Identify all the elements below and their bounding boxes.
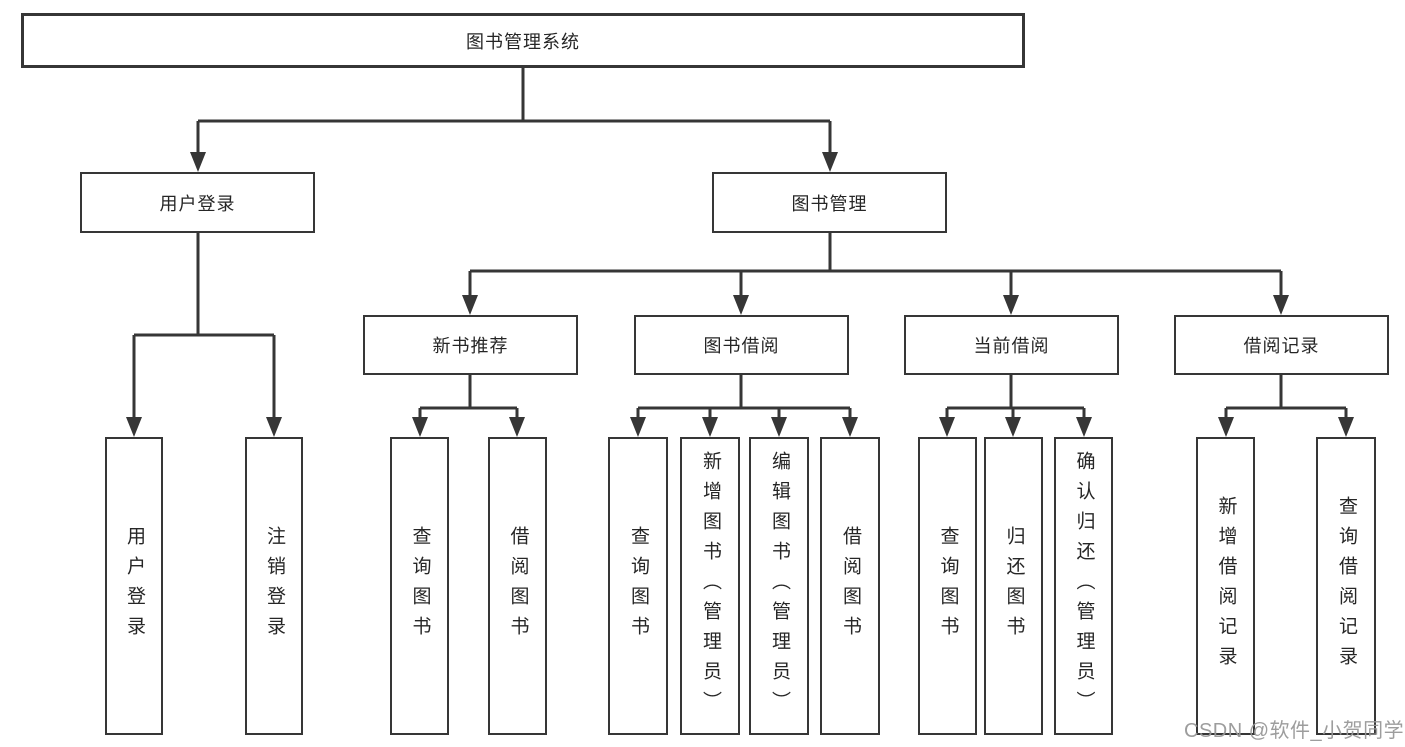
node-book-borrowing: 图书借阅 — [634, 315, 849, 375]
arrowhead-icon — [939, 417, 955, 437]
arrowhead-icon — [771, 417, 787, 437]
node-label: 查询图书 — [937, 526, 959, 646]
arrowhead-icon — [1273, 295, 1289, 315]
arrowhead-icon — [509, 417, 525, 437]
arrowhead-icon — [266, 417, 282, 437]
connector-records — [1224, 375, 1348, 420]
arrowhead-icon — [630, 417, 646, 437]
csdn-watermark: CSDN @软件_小贺同学 — [1184, 720, 1405, 742]
arrowhead-icon — [412, 417, 428, 437]
node-label: 确认归还（管理员） — [1073, 451, 1095, 721]
connector-borrowing — [636, 375, 852, 420]
leaf-query-borrow-record: 查询借阅记录 — [1316, 437, 1376, 735]
arrowhead-icon — [1005, 417, 1021, 437]
node-label: 当前借阅 — [973, 336, 1050, 356]
arrowhead-icon — [126, 417, 142, 437]
node-label: 图书管理 — [791, 193, 868, 214]
leaf-logout: 注销登录 — [245, 437, 303, 735]
arrowhead-icon — [1076, 417, 1092, 437]
arrowhead-icon — [1338, 417, 1354, 437]
node-label: 借阅图书 — [839, 526, 861, 646]
node-current-borrowing: 当前借阅 — [904, 315, 1119, 375]
arrowhead-icon — [190, 152, 206, 172]
node-borrowing-records: 借阅记录 — [1174, 315, 1389, 375]
connector-user-login — [132, 233, 276, 420]
node-library-system: 图书管理系统 — [21, 13, 1025, 68]
node-label: 借阅记录 — [1243, 336, 1320, 356]
arrowhead-icon — [733, 295, 749, 315]
node-label: 用户登录 — [123, 526, 145, 646]
connector-book-mgmt — [468, 233, 1283, 298]
connector-new-books — [418, 375, 519, 420]
leaf-query-books-borrowing: 查询图书 — [608, 437, 668, 735]
arrowhead-icon — [1218, 417, 1234, 437]
connector-root-stem — [196, 68, 832, 155]
node-label: 新书推荐 — [432, 336, 509, 356]
leaf-borrow-books-borrowing: 借阅图书 — [820, 437, 880, 735]
node-label: 新增图书（管理员） — [699, 451, 721, 721]
arrowhead-icon — [822, 152, 838, 172]
leaf-add-borrow-record: 新增借阅记录 — [1196, 437, 1255, 735]
node-label: 图书管理系统 — [466, 31, 580, 52]
node-label: 注销登录 — [263, 526, 285, 646]
leaf-edit-books-admin: 编辑图书（管理员） — [749, 437, 809, 735]
node-label: 归还图书 — [1003, 526, 1025, 646]
leaf-add-books-admin: 新增图书（管理员） — [680, 437, 740, 735]
arrowhead-icon — [1003, 295, 1019, 315]
leaf-borrow-books-new: 借阅图书 — [488, 437, 547, 735]
leaf-user-login: 用户登录 — [105, 437, 163, 735]
node-label: 编辑图书（管理员） — [768, 451, 790, 721]
leaf-return-books: 归还图书 — [984, 437, 1043, 735]
node-label: 新增借阅记录 — [1215, 496, 1237, 676]
node-label: 借阅图书 — [507, 526, 529, 646]
node-label: 图书借阅 — [703, 336, 780, 356]
leaf-query-books-new: 查询图书 — [390, 437, 449, 735]
node-user-login: 用户登录 — [80, 172, 315, 233]
node-label: 查询图书 — [409, 526, 431, 646]
arrowhead-icon — [702, 417, 718, 437]
node-label: 查询借阅记录 — [1335, 496, 1357, 676]
node-label: 用户登录 — [159, 193, 236, 214]
node-label: 查询图书 — [627, 526, 649, 646]
connector-current — [945, 375, 1086, 420]
arrowhead-icon — [462, 295, 478, 315]
leaf-query-books-current: 查询图书 — [918, 437, 977, 735]
node-book-management: 图书管理 — [712, 172, 947, 233]
arrowhead-icon — [842, 417, 858, 437]
node-new-book-recommend: 新书推荐 — [363, 315, 578, 375]
leaf-confirm-return-admin: 确认归还（管理员） — [1054, 437, 1113, 735]
